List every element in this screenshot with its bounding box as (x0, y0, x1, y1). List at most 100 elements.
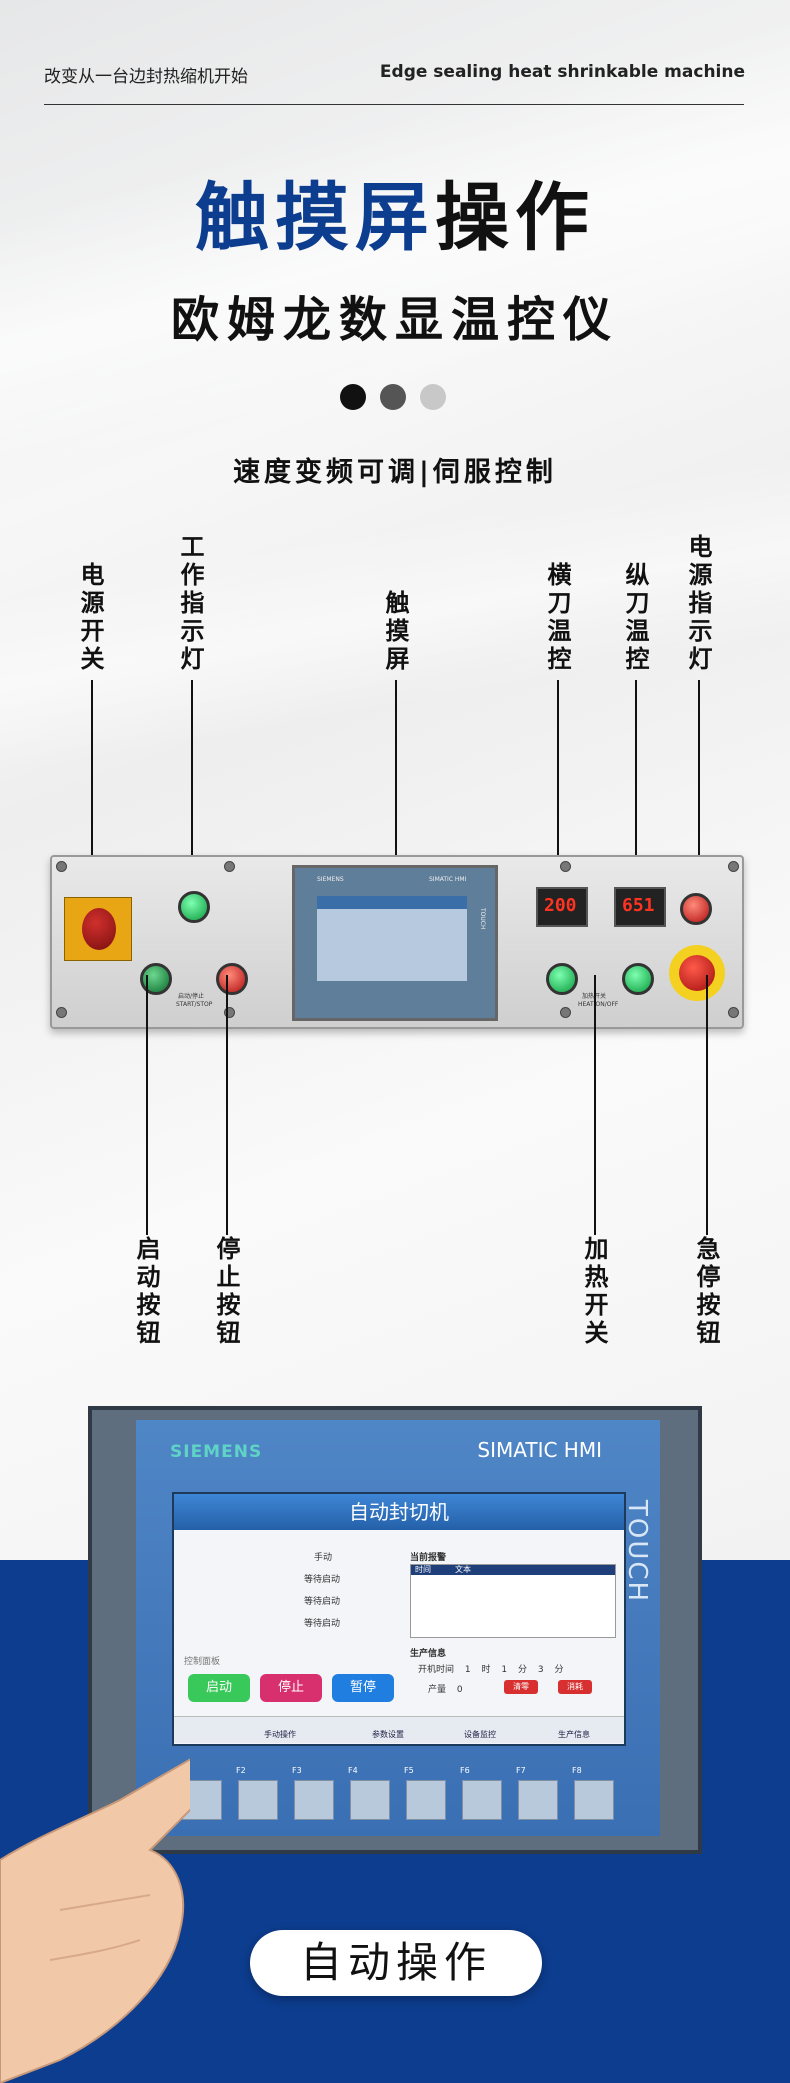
start-stop-en-label: START/STOP (176, 1001, 213, 1008)
run-time-days: 1 (464, 1665, 471, 1675)
pause-button[interactable]: 暂停 (332, 1674, 394, 1702)
fkey-label: F7 (516, 1766, 526, 1775)
output-row: 产量 0 (428, 1682, 463, 1695)
page-subtitle: 欧姆龙数显温控仪 (170, 292, 619, 348)
fkey-label: F2 (236, 1766, 246, 1775)
callout-line (594, 975, 596, 1235)
start-button[interactable]: 启动 (188, 1674, 250, 1702)
pager-dot (420, 384, 446, 410)
function-key[interactable] (238, 1780, 278, 1820)
touch-label: TOUCH (622, 1500, 652, 1604)
run-time-min-unit: 分 (518, 1665, 528, 1675)
label-heating-switch: 加热开关 (580, 1236, 608, 1348)
stop-button[interactable]: 停止 (260, 1674, 322, 1702)
start-stop-label: 启动/停止 (178, 993, 205, 1000)
panel-screen-titlebar (317, 896, 467, 909)
screen-nav-bar: 手动操作 参数设置 设备监控 生产信息 (174, 1716, 624, 1743)
work-indicator-light (178, 891, 210, 923)
callout-line (146, 975, 148, 1235)
pointing-hand-icon (0, 1758, 190, 2083)
brand-logo: SIEMENS (170, 1442, 263, 1462)
hmi-brand: SIEMENS (317, 876, 344, 883)
alarm-list: 时间 文本 (410, 1564, 616, 1638)
heat-switch-left[interactable] (546, 963, 578, 995)
function-key[interactable] (294, 1780, 334, 1820)
control-panel-label: 控制面板 (184, 1657, 221, 1667)
callout-line (191, 680, 193, 900)
alarm-col-text: 文本 (455, 1565, 471, 1574)
run-time-hours: 1 (501, 1665, 508, 1675)
fkey-label: F4 (348, 1766, 358, 1775)
rotary-knob (82, 908, 116, 950)
hmi-touch: TOUCH (479, 908, 486, 930)
hmi-model: SIMATIC HMI (429, 876, 467, 883)
fkey-label: F5 (404, 1766, 414, 1775)
label-horizontal-knife-temp: 横刀温控 (543, 562, 571, 674)
state-value: 手动 (314, 1553, 333, 1563)
vertical-knife-temp-controller: 651 (614, 887, 666, 927)
label-stop-button: 停止按钮 (212, 1236, 240, 1348)
screw (56, 861, 67, 872)
callout-line (706, 975, 708, 1235)
hmi-face: SIEMENS SIMATIC HMI TOUCH 自动封切机 手动 等待启动 … (136, 1420, 660, 1836)
power-indicator-light (680, 893, 712, 925)
stop-button[interactable] (216, 963, 248, 995)
label-vertical-knife-temp: 纵刀温控 (621, 562, 649, 674)
hmi-screen[interactable]: 自动封切机 手动 等待启动 等待启动 等待启动 控制面板 启动 停止 暂停 当前… (172, 1492, 626, 1746)
nav-params[interactable]: 参数设置 (372, 1730, 404, 1739)
fkey-label: F3 (292, 1766, 302, 1775)
alarm-title: 当前报警 (410, 1553, 447, 1563)
header-divider (44, 104, 744, 105)
start-button[interactable] (140, 963, 172, 995)
panel-screen (317, 896, 467, 981)
run-time-row: 开机时间 1 时 1 分 3 分 (418, 1662, 564, 1675)
header-slogan: 改变从一台边封热缩机开始 (44, 67, 248, 87)
function-key[interactable] (350, 1780, 390, 1820)
fkey-label: F8 (572, 1766, 582, 1775)
header-product-name: Edge sealing heat shrinkable machine (379, 62, 745, 82)
alarm-header: 时间 文本 (411, 1565, 615, 1575)
function-key[interactable] (518, 1780, 558, 1820)
heat-switch-right[interactable] (622, 963, 654, 995)
screw (56, 1007, 67, 1018)
screw (560, 1007, 571, 1018)
clear-button[interactable]: 清零 (504, 1680, 538, 1694)
pager-dot (340, 384, 366, 410)
screen-title: 自动封切机 (174, 1494, 624, 1530)
fkey-label: F6 (460, 1766, 470, 1775)
run-time-day-unit: 时 (481, 1665, 491, 1675)
label-work-indicator: 工作指示灯 (176, 534, 204, 674)
function-key[interactable] (406, 1780, 446, 1820)
power-switch[interactable] (64, 897, 132, 961)
alarm-col-time: 时间 (415, 1565, 431, 1574)
heat-en-label: HEAT ON/OFF (578, 1001, 619, 1008)
emergency-stop-button[interactable] (669, 945, 725, 1001)
run-time-label: 开机时间 (418, 1665, 455, 1675)
nav-monitor[interactable]: 设备监控 (464, 1730, 496, 1739)
run-time-mins: 3 (537, 1665, 544, 1675)
callout-line (226, 975, 228, 1235)
callout-line (635, 680, 637, 890)
screw (560, 861, 571, 872)
auto-operation-pill: 自动操作 (250, 1930, 542, 1996)
label-emergency-stop: 急停按钮 (692, 1236, 720, 1348)
feature-tagline: 速度变频可调|伺服控制 (233, 457, 557, 488)
nav-production[interactable]: 生产信息 (558, 1730, 590, 1739)
title-black-part: 操作 (435, 175, 595, 261)
page-title: 触摸屏操作 (0, 158, 790, 265)
state-value: 等待启动 (304, 1597, 341, 1607)
callout-line (395, 680, 397, 910)
nav-manual[interactable]: 手动操作 (264, 1730, 296, 1739)
pager-dot (380, 384, 406, 410)
screw (728, 861, 739, 872)
function-key[interactable] (574, 1780, 614, 1820)
function-key[interactable] (462, 1780, 502, 1820)
output-label: 产量 (428, 1685, 447, 1695)
production-title: 生产信息 (410, 1649, 447, 1659)
label-start-button: 启动按钮 (132, 1236, 160, 1348)
run-time-sec-unit: 分 (554, 1665, 564, 1675)
consumable-button[interactable]: 消耗 (558, 1680, 592, 1694)
panel-touch-screen[interactable]: SIEMENS SIMATIC HMI TOUCH (292, 865, 498, 1021)
screw (224, 1007, 235, 1018)
temp-reading: 200 (544, 895, 577, 916)
